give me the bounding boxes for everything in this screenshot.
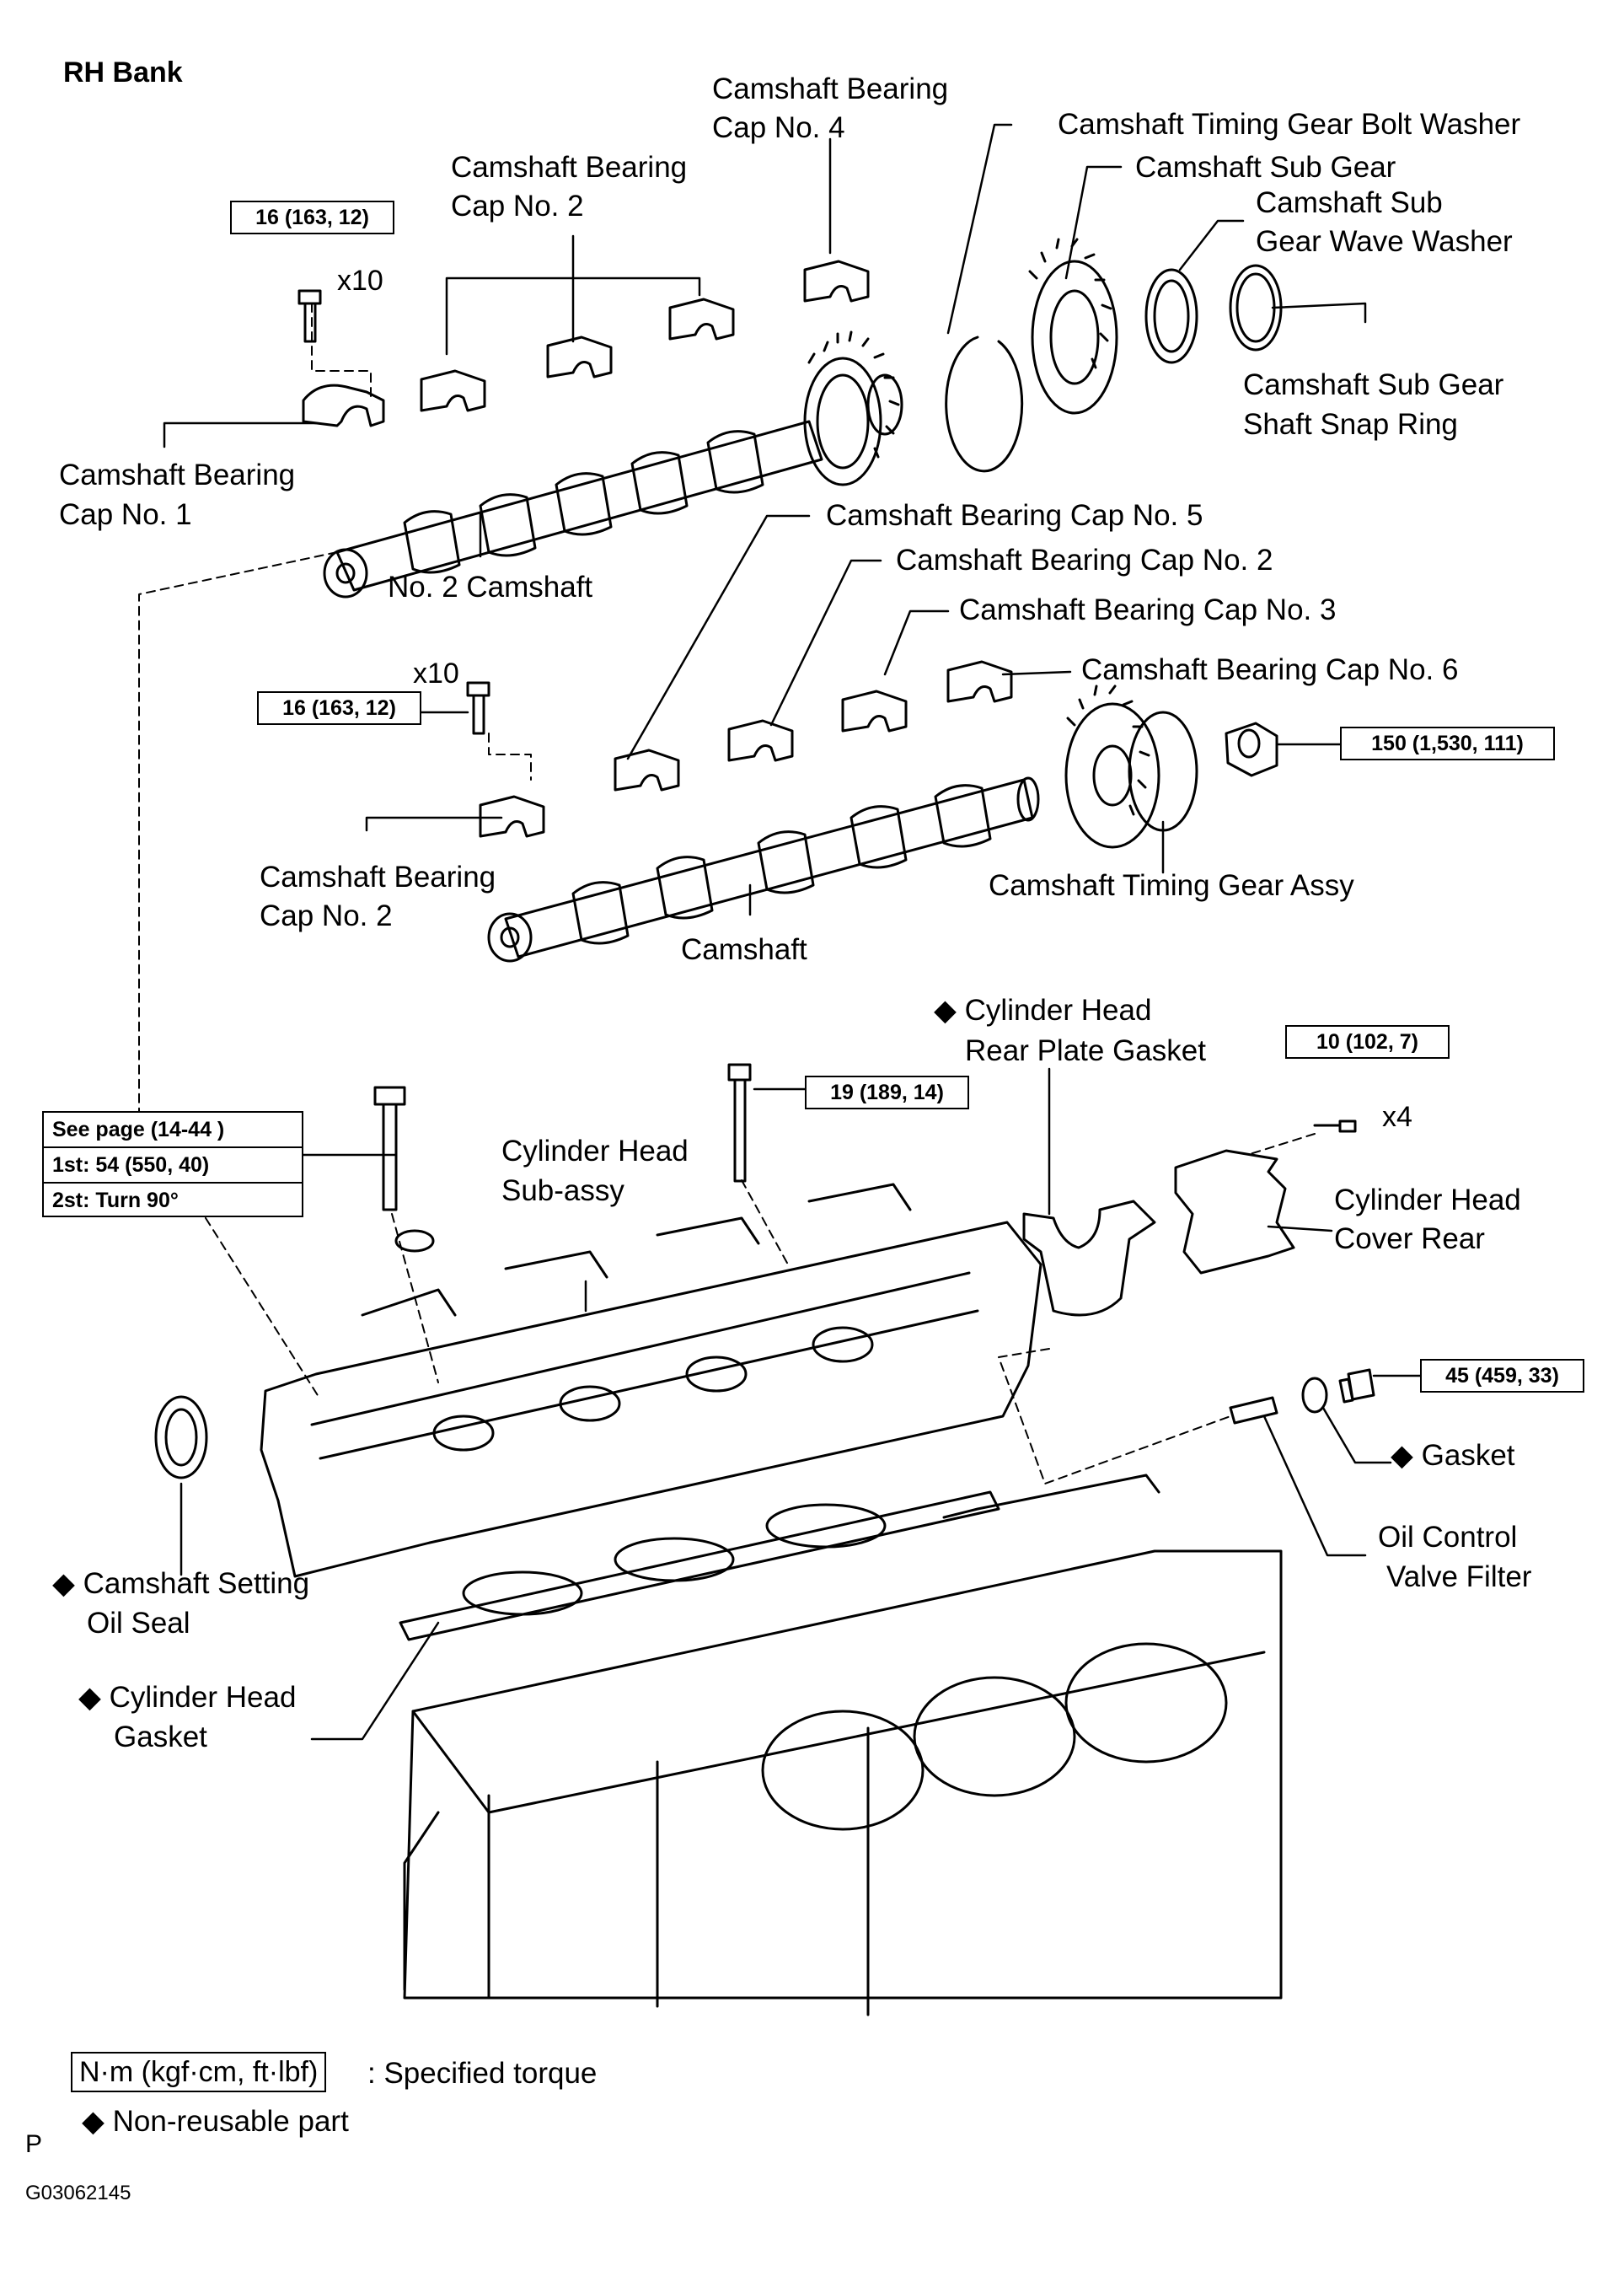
upper-bolt-drawing [297,289,322,343]
label-gasket: ◆ Gasket [1391,1439,1515,1472]
label-snap-ring-line2: Shaft Snap Ring [1243,408,1458,441]
torque-upper-bolt: 16 (163, 12) [230,201,394,234]
legend-torque-box: N·m (kgf·cm, ft·lbf) [71,2052,327,2092]
rear-plate-drawing [1022,1119,1357,1317]
leader-lines [163,123,1422,1741]
label-cap6: Camshaft Bearing Cap No. 6 [1081,653,1459,686]
footer-code: G03062145 [25,2182,131,2204]
head-bolts-drawing [373,1063,752,1253]
qty-cover-bolts: x4 [1382,1101,1412,1133]
label-no2-camshaft: No. 2 Camshaft [388,571,593,604]
footer-mark: P [25,2130,43,2158]
no2-camshaft-drawing [323,330,903,599]
label-head-gasket-line1: ◆ Cylinder Head [78,1681,297,1714]
label-rear-plate-gasket-line1: ◆ Cylinder Head [934,994,1152,1027]
label-cap2-low-line2: Cap No. 2 [260,899,393,932]
label-cap5: Camshaft Bearing Cap No. 5 [826,499,1203,532]
label-snap-ring-line1: Camshaft Sub Gear [1243,368,1504,401]
torque-head-bolt-steps: See page (14-44 ) 1st: 54 (550, 40) 2st:… [42,1111,303,1217]
label-cap2-low-line1: Camshaft Bearing [260,861,496,894]
torque-plug: 45 (459, 33) [1420,1359,1584,1393]
label-wave-washer-line2: Gear Wave Washer [1256,225,1513,258]
dashed-lines [138,303,1316,1484]
timing-gear-drawing [1064,685,1278,849]
torque-step-1: 1st: 54 (550, 40) [44,1146,302,1182]
cylinder-head-drawing [260,1183,1042,1578]
torque-lower-bolt: 16 (163, 12) [257,691,421,725]
legend-nonreusable: ◆ Non-reusable part [82,2105,349,2138]
head-gasket-drawing [399,1490,1000,1641]
torque-see-page: See page (14-44 ) [52,1118,225,1141]
label-cap1-line2: Cap No. 1 [59,498,192,531]
torque-gear-bolt: 150 (1,530, 111) [1340,727,1555,760]
label-cap2-mid: Camshaft Bearing Cap No. 2 [896,544,1273,577]
label-cover-rear-line1: Cylinder Head [1334,1184,1521,1216]
torque-cover-bolt: 10 (102, 7) [1285,1025,1450,1059]
label-rear-plate-gasket-line2: Rear Plate Gasket [965,1034,1206,1067]
label-wave-washer-line1: Camshaft Sub [1256,186,1443,219]
label-cap1-line1: Camshaft Bearing [59,459,296,491]
label-timing-gear-assy: Camshaft Timing Gear Assy [989,869,1354,902]
lower-bolt-drawing [466,681,490,735]
lower-camshaft-drawing [487,776,1040,963]
oil-seal-drawing [154,1395,208,1479]
lower-bearing-caps [479,660,1013,838]
page-title: RH Bank [63,56,183,89]
upper-bearing-caps [302,260,870,427]
label-cap4-line1: Camshaft Bearing [712,72,949,105]
label-cyl-head-sub-line1: Cylinder Head [501,1135,689,1168]
label-cap2-top-line1: Camshaft Bearing [451,151,688,184]
qty-lower-bolts: x10 [413,658,459,690]
label-oil-filter-line1: Oil Control [1378,1521,1518,1554]
torque-step-2: 2st: Turn 90° [44,1182,302,1217]
label-cap2-top-line2: Cap No. 2 [451,190,584,223]
label-cap4-line2: Cap No. 4 [712,111,845,144]
label-gear-bolt-washer: Camshaft Timing Gear Bolt Washer [1058,108,1521,141]
label-oil-seal-line1: ◆ Camshaft Setting [52,1567,310,1600]
label-cap3: Camshaft Bearing Cap No. 3 [959,593,1337,626]
label-oil-seal-line2: Oil Seal [87,1607,190,1640]
qty-upper-bolts: x10 [337,265,383,297]
label-oil-filter-line2: Valve Filter [1386,1560,1532,1593]
label-cyl-head-sub-line2: Sub-assy [501,1174,624,1207]
label-camshaft: Camshaft [681,933,807,966]
upper-gear-parts [945,238,1283,473]
label-sub-gear: Camshaft Sub Gear [1135,151,1396,184]
torque-head-bolt-short: 19 (189, 14) [805,1076,969,1109]
legend-torque-text: : Specified torque [367,2057,598,2090]
filter-plug-drawing [1229,1368,1375,1425]
engine-block-drawing [403,1474,1283,2016]
label-cover-rear-line2: Cover Rear [1334,1222,1485,1255]
label-head-gasket-line2: Gasket [114,1721,207,1753]
